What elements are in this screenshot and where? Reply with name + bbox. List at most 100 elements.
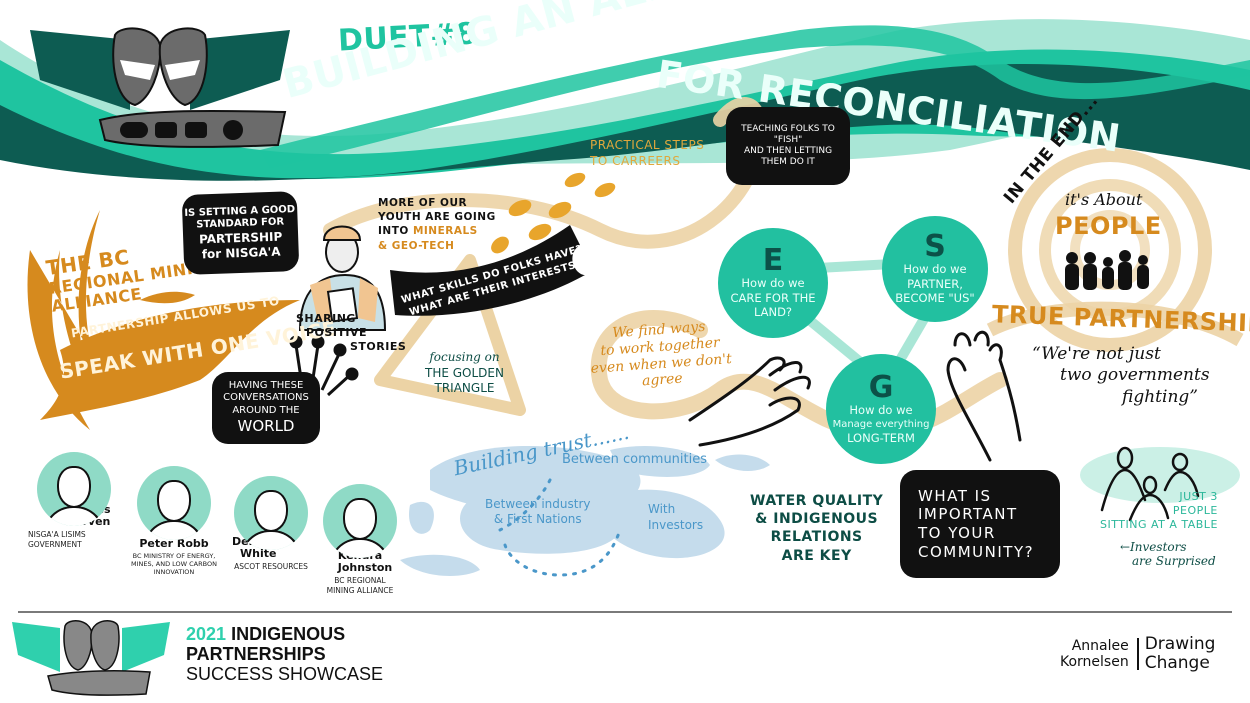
speaker-name-line: Johnston bbox=[337, 561, 393, 575]
footer-logo-icon bbox=[12, 620, 170, 696]
speaker-org-line: GOVERNMENT bbox=[28, 539, 82, 549]
bubble-line: AND THEN LETTING bbox=[743, 146, 833, 156]
speaker-org-line: NISGA'A LISIMS bbox=[28, 530, 86, 540]
avatar bbox=[37, 452, 111, 526]
trust-industry-line: & First Nations bbox=[493, 512, 582, 526]
speaker-org-line: BC REGIONAL bbox=[334, 576, 386, 586]
speaker-name-line: White bbox=[240, 547, 277, 561]
speaker-org-line: INNOVATION bbox=[153, 568, 195, 577]
twin-faces-logo-icon bbox=[30, 27, 290, 148]
speaker-org-line: MINING ALLIANCE bbox=[326, 585, 394, 595]
quote-line: fighting” bbox=[1122, 386, 1198, 407]
speaker-org-line: MINES, AND LOW CARBON bbox=[131, 560, 217, 569]
sharing-line: STORIES bbox=[350, 339, 407, 353]
speaker-org: NISGA'A LISIMS GOVERNMENT bbox=[24, 530, 124, 549]
geotech-highlight: & GEO-TECH bbox=[378, 239, 455, 252]
trust-communities: Between communities bbox=[562, 452, 708, 467]
esg-letter: E bbox=[762, 242, 784, 278]
quote-line: two governments bbox=[1060, 365, 1210, 386]
esg-letter: S bbox=[924, 228, 946, 264]
water-line: ARE KEY bbox=[781, 547, 852, 564]
esg-question-line: BECOME "US" bbox=[895, 291, 975, 306]
youth-text-line: MORE OF OUR bbox=[378, 197, 468, 209]
trust-investors-line: Investors bbox=[648, 517, 704, 532]
bubble-line: THEM DO IT bbox=[761, 157, 815, 168]
studio-line2: Change bbox=[1144, 652, 1210, 673]
speaker-org: BC REGIONAL MINING ALLIANCE bbox=[320, 576, 400, 595]
esg-circle-governance: G How do we Manage everything LONG-TERM bbox=[826, 354, 936, 464]
esg-question-line: Manage everything bbox=[832, 418, 930, 430]
speaker-name-line: Peter Robb bbox=[139, 537, 209, 550]
its-about: it's About bbox=[1065, 190, 1143, 209]
sharing-line: POSITIVE bbox=[306, 325, 368, 339]
speaker-org: ASCOT RESOURCES bbox=[226, 562, 316, 571]
bubble-line: CONVERSATIONS bbox=[223, 392, 309, 404]
avatar bbox=[137, 466, 211, 540]
artist-first-name: Annalee bbox=[1071, 637, 1129, 654]
investors-line: ←Investors bbox=[1120, 540, 1187, 554]
practical-steps-line: TO CARREERS bbox=[590, 153, 681, 168]
quote-line: “We're not just bbox=[1032, 344, 1161, 364]
artist-last-name: Kornelsen bbox=[1060, 653, 1129, 670]
speaker-org-line: BC MINISTRY OF ENERGY, bbox=[132, 552, 216, 561]
trust-industry: Between industry & First Nations bbox=[485, 497, 590, 527]
just3-line: PEOPLE bbox=[1172, 503, 1218, 517]
practical-steps: PRACTICAL STEPS TO CARREERS bbox=[590, 138, 704, 169]
bubble-line: AROUND THE bbox=[232, 404, 300, 416]
bubble-line: TEACHING FOLKS TO bbox=[741, 123, 835, 134]
esg-question-line: LONG-TERM bbox=[847, 430, 915, 445]
fish-speech-bubble: TEACHING FOLKS TO "FISH" AND THEN LETTIN… bbox=[726, 107, 850, 185]
esg-question-line: CARE FOR THE bbox=[730, 290, 816, 305]
community-speech-bubble: WHAT IS IMPORTANT TO YOUR COMMUNITY? bbox=[900, 470, 1060, 578]
footer-line2: PARTNERSHIPS bbox=[186, 644, 326, 665]
esg-circle-social: S How do we PARTNER, BECOME "US" bbox=[882, 216, 988, 322]
footer-year: 2021 bbox=[186, 624, 227, 644]
youth-text-line: YOUTH ARE GOING bbox=[378, 211, 496, 224]
nisgaa-speech-bubble: IS SETTING A GOOD STANDARD FOR PARTERSHI… bbox=[181, 191, 300, 275]
bubble-line: "FISH" bbox=[773, 134, 803, 145]
golden-triangle-text: focusing on THE GOLDEN TRIANGLE bbox=[425, 350, 504, 397]
speaker-peter-robb: Peter Robb BC MINISTRY OF ENERGY, MINES,… bbox=[118, 466, 230, 576]
trust-investors-line: With bbox=[648, 502, 676, 516]
bubble-line: WHAT IS bbox=[918, 486, 992, 505]
sharing-positive-stories: SHARING POSITIVE STORIES bbox=[296, 312, 406, 353]
speaker-charles-morven: Charles Morven NISGA'A LISIMS GOVERNMENT bbox=[24, 452, 124, 549]
water-line: WATER QUALITY bbox=[750, 493, 884, 509]
trust-industry-line: Between industry bbox=[485, 497, 591, 511]
footer-showcase-title: 2021 INDIGENOUS PARTNERSHIPS SUCCESS SHO… bbox=[186, 624, 383, 684]
esg-letter: G bbox=[868, 369, 894, 405]
bubble-line: HAVING THESE bbox=[228, 379, 304, 391]
avatar bbox=[323, 484, 397, 558]
golden-triangle-line: THE GOLDEN bbox=[425, 365, 504, 380]
bubble-line: COMMUNITY? bbox=[918, 542, 1035, 561]
golden-triangle-line: TRIANGLE bbox=[434, 381, 495, 396]
studio-line1: Drawing bbox=[1144, 634, 1216, 654]
esg-question-line: LAND? bbox=[753, 305, 793, 320]
speaker-kendra-johnston: Kendra Johnston BC REGIONAL MINING ALLIA… bbox=[320, 484, 400, 595]
bubble-line: WORLD bbox=[237, 417, 295, 436]
bubble-line: IMPORTANT bbox=[918, 505, 1018, 524]
just-three-people: JUST 3 PEOPLE SITTING AT A TABLE bbox=[1100, 490, 1218, 531]
footer-line1: INDIGENOUS bbox=[231, 624, 346, 644]
water-line: RELATIONS bbox=[770, 529, 863, 546]
esg-question-line: How do we bbox=[903, 261, 967, 276]
artist-credit: Annalee Kornelsen Drawing Change bbox=[1060, 635, 1215, 672]
water-quality-text: WATER QUALITY & INDIGENOUS RELATIONS ARE… bbox=[750, 492, 883, 565]
esg-question-line: How do we bbox=[741, 275, 805, 290]
bubble-line: TO YOUR bbox=[918, 524, 996, 542]
water-line: & INDIGENOUS bbox=[755, 511, 879, 528]
speaker-org-line: ASCOT RESOURCES bbox=[234, 562, 308, 572]
youth-text: MORE OF OUR YOUTH ARE GOING INTO MINERAL… bbox=[378, 196, 496, 253]
esg-circle-environment: E How do we CARE FOR THE LAND? bbox=[718, 228, 828, 338]
practical-steps-line: PRACTICAL STEPS bbox=[590, 138, 705, 152]
speaker-derek-white: Derek White ASCOT RESOURCES bbox=[226, 476, 316, 572]
speaker-org: BC MINISTRY OF ENERGY, MINES, AND LOW CA… bbox=[118, 552, 230, 576]
bubble-line: for NISGA'A bbox=[201, 244, 281, 261]
trust-investors: With Investors bbox=[648, 502, 703, 533]
avatar bbox=[234, 476, 308, 550]
artist-name: Annalee Kornelsen bbox=[1060, 637, 1139, 670]
governments-quote: “We're not just two governments fighting… bbox=[1032, 344, 1210, 408]
minerals-highlight: MINERALS bbox=[412, 225, 478, 238]
golden-triangle-line: focusing on bbox=[429, 350, 500, 364]
investors-line: are Surprised bbox=[1132, 554, 1216, 569]
